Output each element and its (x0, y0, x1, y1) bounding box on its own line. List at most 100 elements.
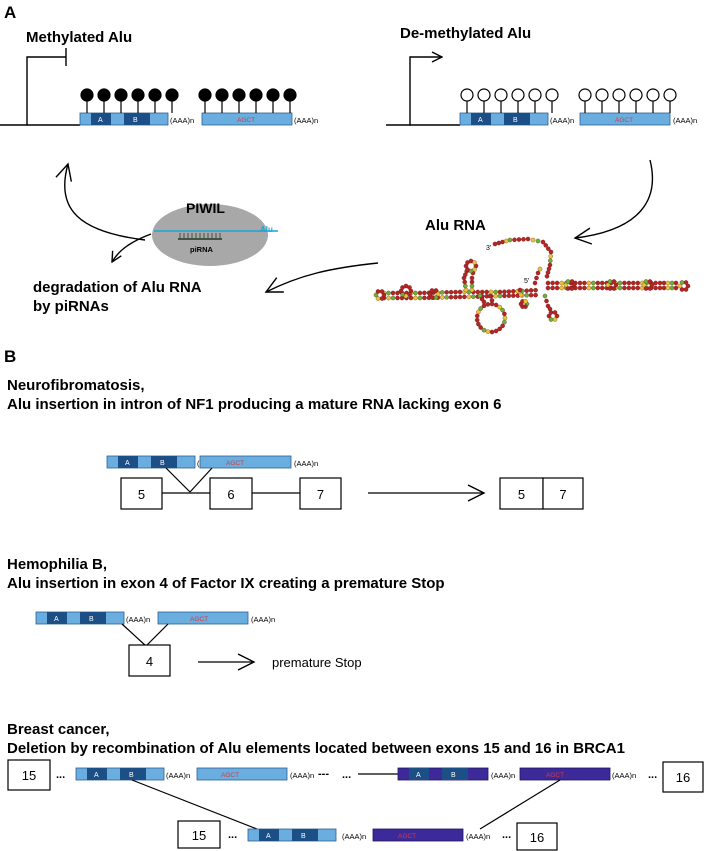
rna-nucleotide (422, 295, 427, 301)
rna-nucleotide (647, 279, 653, 284)
rna-nucleotide (457, 294, 463, 300)
box-a: A (478, 117, 483, 124)
rna-nucleotide (427, 291, 433, 297)
rna-nucleotide (683, 280, 689, 285)
rna-nucleotide (395, 290, 400, 296)
rna-nucleotide (554, 313, 560, 319)
rna-nucleotide (685, 283, 691, 289)
rna-nucleotide (661, 285, 667, 291)
rna-nucleotide (481, 303, 487, 309)
rna-nucleotide (569, 279, 575, 284)
rna-nucleotide (390, 290, 396, 296)
rna-nucleotide (543, 243, 548, 248)
rna-nucleotide (591, 280, 596, 286)
rna-nucleotide (375, 296, 381, 301)
box-a: A (416, 772, 421, 779)
bc-ellipsis: ... (228, 829, 237, 841)
rna-nucleotide (429, 288, 435, 293)
polya-tail: (AAA)n (466, 832, 490, 841)
methylated-promoter-repressed (0, 48, 80, 126)
rna-nucleotide (622, 280, 627, 286)
methyl-lollipops-open (460, 88, 677, 113)
cycle-arrow-bottom (264, 262, 379, 293)
rna-nucleotide (643, 279, 649, 284)
rna-nucleotide (471, 294, 476, 299)
rna-nucleotide (582, 280, 587, 286)
bc-title-line1: Breast cancer, (7, 721, 110, 738)
rna-nucleotide (611, 279, 617, 284)
rna-nucleotide (542, 293, 548, 299)
rna-nucleotide (462, 294, 467, 300)
polya-tail: (AAA)n (342, 832, 366, 841)
rna-nucleotide (577, 285, 583, 291)
rna-nucleotide (599, 280, 605, 286)
panel-a-label: A (4, 3, 16, 22)
rna-nucleotide (631, 285, 636, 291)
demethylated-alu-title: De-methylated Alu (400, 25, 531, 42)
rna-nucleotide (481, 299, 487, 305)
svg-text:4: 4 (146, 654, 153, 669)
rna-nucleotide (569, 286, 575, 291)
rna-nucleotide (506, 289, 512, 294)
rna-nucleotide (534, 275, 539, 281)
rna-nucleotide (669, 280, 675, 286)
methylated-cpg-mark (249, 88, 263, 102)
rna-nucleotide (582, 285, 587, 291)
rna-nucleotide (502, 311, 507, 317)
rna-nucleotide (484, 289, 489, 295)
rna-nucleotide (595, 285, 601, 291)
rna-nucleotide (435, 291, 441, 297)
demethylated-promoter-active (386, 57, 460, 126)
methylated-cpg-mark (114, 88, 128, 102)
rna-nucleotide (533, 287, 538, 293)
rna-nucleotide (476, 321, 481, 327)
hb-title-line2: Alu insertion in exon 4 of Factor IX cre… (7, 575, 445, 592)
agct-motif: AGCT (615, 117, 633, 124)
rna-nucleotide (448, 294, 454, 300)
rna-nucleotide (673, 285, 679, 291)
rna-nucleotide (550, 280, 555, 286)
rna-nucleotide (643, 286, 649, 291)
rna-nucleotide (586, 285, 592, 291)
polya-tail: (AAA)n (251, 615, 275, 624)
rna-nucleotide (469, 279, 475, 285)
rna-nucleotide (502, 319, 507, 325)
rna-nucleotide (533, 292, 538, 298)
box-a: A (94, 772, 99, 779)
rna-nucleotide (607, 286, 613, 291)
rna-nucleotide (523, 299, 528, 304)
rna-nucleotide (390, 295, 396, 301)
rna-nucleotide (657, 280, 663, 286)
rna-nucleotide (679, 287, 685, 292)
rna-nucleotide (599, 285, 605, 291)
unmethylated-cpg-mark (528, 88, 542, 102)
box-b: B (451, 772, 456, 779)
methylated-cpg-mark (165, 88, 179, 102)
rna-nucleotide (474, 317, 480, 323)
box-a: A (125, 460, 130, 467)
nf-alu-element: A B (AAA)n AGCT (AAA)n (106, 455, 318, 469)
premature-stop-label: premature Stop (272, 655, 362, 670)
rna-nucleotide (488, 289, 494, 295)
rna-nucleotide (500, 307, 505, 313)
rna-nucleotide (453, 289, 458, 295)
rna-nucleotide (493, 289, 498, 295)
hb-title-line1: Hemophilia B, (7, 556, 107, 573)
rna-nucleotide (613, 282, 619, 288)
bc-dash-ellipsis: --- (318, 768, 329, 780)
svg-text:7: 7 (317, 487, 324, 502)
bc-result-exon-15: 15 (177, 820, 221, 849)
agct-motif: AGCT (546, 772, 564, 779)
hb-alu-element: A B (AAA)n AGCT (AAA)n (35, 611, 275, 625)
rna-nucleotide (479, 289, 485, 295)
agct-motif: AGCT (237, 117, 255, 124)
box-b: B (513, 117, 518, 124)
rna-nucleotide (518, 292, 524, 298)
rna-nucleotide (546, 266, 552, 272)
rna-nucleotide (521, 237, 526, 242)
rna-nucleotide (677, 283, 683, 289)
rna-nucleotide (475, 289, 481, 295)
rna-nucleotide (474, 313, 480, 319)
agct-motif: AGCT (221, 772, 239, 779)
box-a: A (54, 616, 59, 623)
